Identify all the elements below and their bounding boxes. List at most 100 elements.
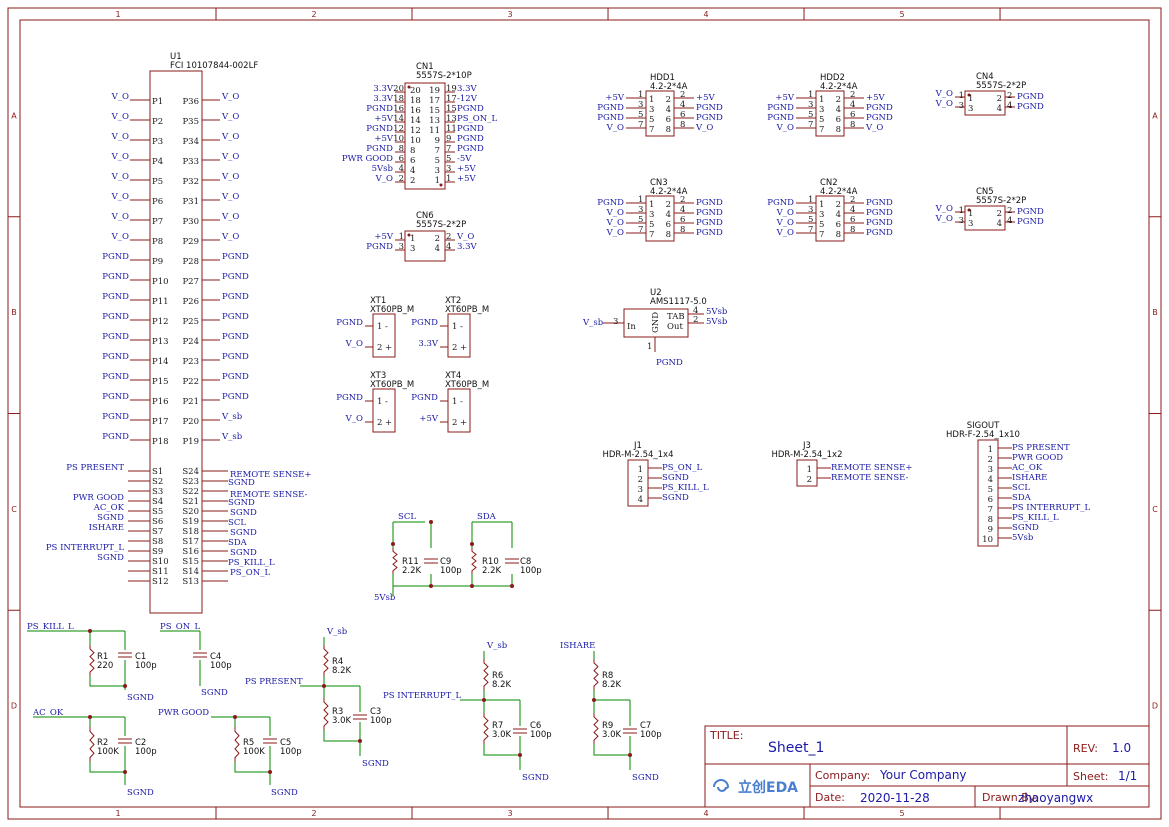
u1-pin-right: P26 <box>182 297 199 307</box>
xt-pin2-sign: + <box>460 343 467 353</box>
u1-spin-right: S22 <box>182 487 199 497</box>
u1-spin-right: S21 <box>182 497 199 507</box>
rev-label: REV: <box>1073 742 1098 755</box>
cn1-net-left: PGND <box>366 144 393 154</box>
hdd-value: 4.2-2*4A <box>650 82 688 92</box>
u1-snet-right: SGND <box>230 528 257 538</box>
r11-val: 2.2K <box>402 566 422 576</box>
u1-pin-left: P9 <box>152 257 163 267</box>
hdd-inner-left: 5 <box>649 220 654 230</box>
c4-ref: C4 <box>210 652 221 662</box>
r4-val: 8.2K <box>332 666 352 676</box>
cn1-net-left: 3.3V <box>373 94 394 104</box>
hdr-net: SCL <box>1012 483 1030 493</box>
u1-pin-right: P22 <box>182 377 199 387</box>
cn-inner-right: 2 <box>997 209 1002 219</box>
u1-net-right: PGND <box>222 312 249 322</box>
u1-spin-right: S23 <box>182 477 199 487</box>
rev-value: 1.0 <box>1112 741 1131 755</box>
u1-pin-right: P34 <box>182 137 199 147</box>
hdr-pin: 4 <box>988 475 993 485</box>
hdd-net-left: V_O <box>776 218 794 228</box>
u2-out-pin: 2 <box>693 315 698 325</box>
c6-val: 100p <box>530 730 552 740</box>
r9-val: 3.0K <box>602 730 622 740</box>
hdd-net-right: PGND <box>696 103 723 113</box>
u2-gnd-pin: 1 <box>647 342 652 352</box>
u1-pin-right: P30 <box>182 217 199 227</box>
drawn-label: Drawn By: <box>982 791 1038 804</box>
u2-regulator[interactable]: U2 AMS1117-5.0 V_sb 3 In GND TAB Out 4 2… <box>582 288 728 368</box>
xt-pin1: 1 <box>377 397 382 407</box>
u1-pin-right: P33 <box>182 157 199 167</box>
cn1-inner-left: 8 <box>410 146 415 156</box>
xt60-connectors: XT1XT60PB_M1-2+PGNDV_OXT2XT60PB_M1-2+PGN… <box>336 296 489 433</box>
hdd-inner-left: 5 <box>819 115 824 125</box>
r2-ref: R2 <box>97 738 108 748</box>
hdd-net-right: PGND <box>866 103 893 113</box>
hdd-pin-left: 1 <box>638 90 643 100</box>
cn1-net-right: PS_ON_L <box>457 114 497 124</box>
hdd-value: 4.2-2*4A <box>820 187 858 197</box>
u2-gnd-net: PGND <box>656 358 683 368</box>
hdr-pin: 2 <box>638 475 643 485</box>
outer-frame <box>7 7 1162 820</box>
cn6-inner-left: 1 <box>410 234 415 244</box>
c7-val: 100p <box>640 730 662 740</box>
ps-on-net: PS_ON_L <box>160 622 200 632</box>
hdd-inner-right: 6 <box>666 220 671 230</box>
hdd-inner-right: 4 <box>836 105 841 115</box>
hdr-pin: 1 <box>807 465 812 475</box>
cn-inner-left: 1 <box>968 209 973 219</box>
hdd-net-left: V_O <box>606 218 624 228</box>
u1-net-right: PGND <box>222 392 249 402</box>
u1-net-right: V_O <box>221 132 239 142</box>
cn1-net-right: PGND <box>457 124 484 134</box>
c6-ref: C6 <box>530 721 541 731</box>
u1-net-right: V_O <box>221 152 239 162</box>
hdd-pin-left: 5 <box>638 215 643 225</box>
u1-net-right: V_O <box>221 92 239 102</box>
hdd-pin-right: 8 <box>680 225 685 235</box>
cn1-net-left: +5V <box>374 134 394 144</box>
c8-val: 100p <box>520 566 542 576</box>
cn1-inner-left: 18 <box>410 96 421 106</box>
cn-pin-left: 3 <box>959 216 964 226</box>
u1-spin-right: S14 <box>182 567 199 577</box>
cn1-inner-right: 19 <box>429 86 440 96</box>
ps-present-top: V_sb <box>326 627 348 637</box>
u1-pin-left: P10 <box>152 277 169 287</box>
u1-pin-right: P24 <box>182 337 199 347</box>
u1-spin-left: S11 <box>152 567 169 577</box>
cn1-net-right: 3.3V <box>457 84 478 94</box>
u1-pin-left: P12 <box>152 317 169 327</box>
u1-pin-left: P7 <box>152 217 163 227</box>
ruler-col-top: 3 <box>507 10 512 19</box>
r1-val: 220 <box>97 661 113 671</box>
hdd-pin-right: 4 <box>680 100 685 110</box>
r3-val: 3.0K <box>332 716 352 726</box>
u1-snet-right: SGND <box>230 508 257 518</box>
cn-net-left: V_O <box>935 99 953 109</box>
cn1-pin-right: 13 <box>446 114 457 124</box>
hdd-inner-left: 7 <box>819 125 824 135</box>
hdd-pin-right: 8 <box>850 225 855 235</box>
c2-val: 100p <box>135 747 157 757</box>
hdr-ref: J3 <box>802 441 811 451</box>
